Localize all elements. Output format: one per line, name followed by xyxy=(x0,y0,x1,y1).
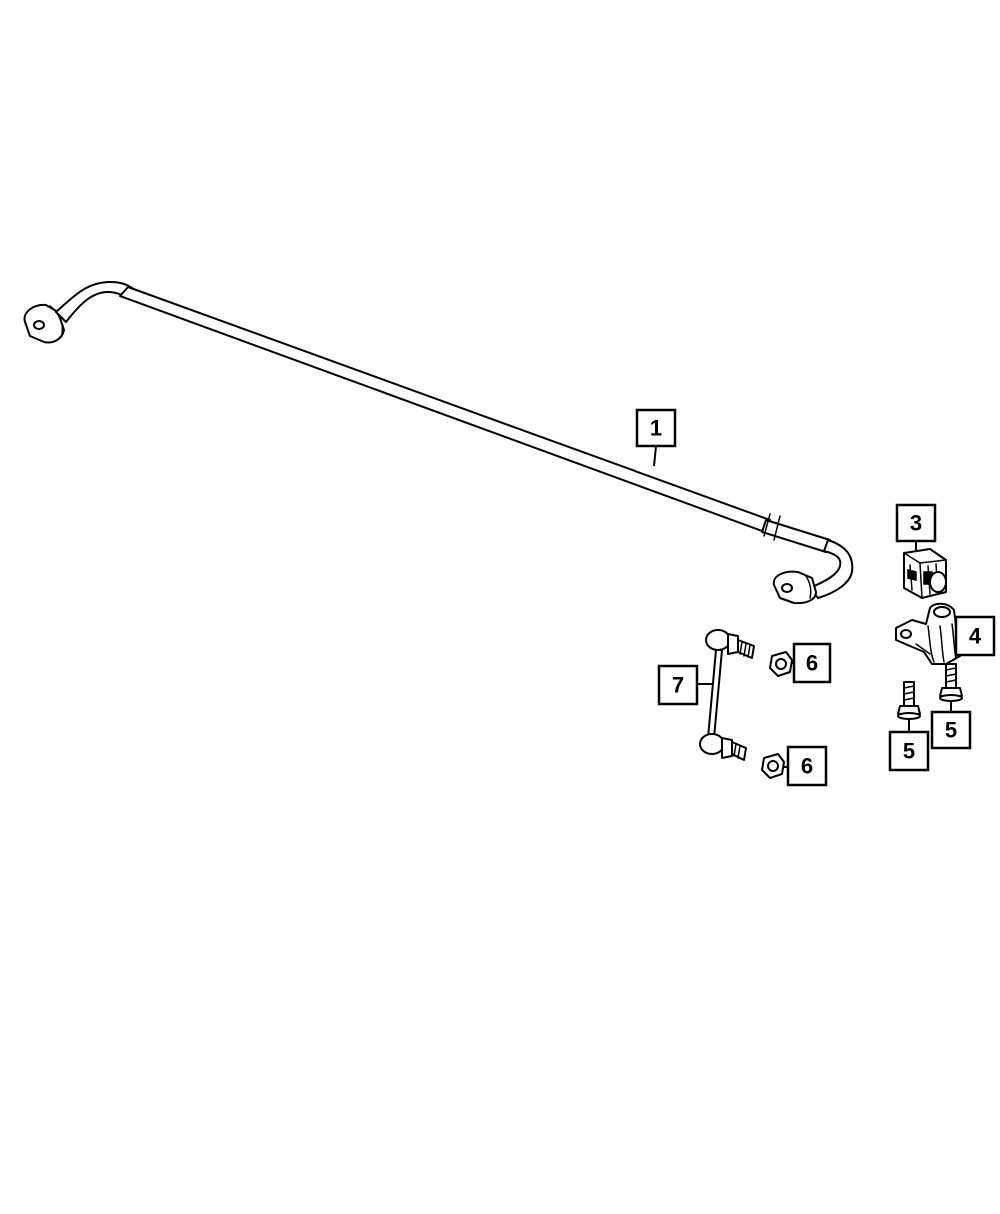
callout-7: 7 xyxy=(657,664,712,706)
callout-3-label: 3 xyxy=(910,511,922,536)
callout-1: 1 xyxy=(635,408,677,467)
nut-lower xyxy=(761,753,785,779)
bolt-right xyxy=(939,663,963,702)
callout-5-right-label: 5 xyxy=(945,718,957,743)
callout-5-right: 5 xyxy=(930,701,972,750)
callout-5-left: 5 xyxy=(888,719,930,772)
callout-6-upper: 6 xyxy=(792,642,832,684)
callout-3: 3 xyxy=(895,503,937,550)
callout-5-left-label: 5 xyxy=(903,739,915,764)
sway-bar-link xyxy=(699,629,755,761)
callout-6-upper-label: 6 xyxy=(806,651,818,676)
bushing xyxy=(903,548,947,599)
callout-7-label: 7 xyxy=(672,673,684,698)
callout-1-label: 1 xyxy=(650,416,662,441)
callout-6-lower: 6 xyxy=(784,745,828,787)
bushing-retainer xyxy=(895,602,967,665)
callout-4: 4 xyxy=(954,615,996,657)
sway-bar xyxy=(23,281,854,605)
nut-upper xyxy=(769,651,793,677)
bolt-left xyxy=(897,681,921,720)
callout-6-lower-label: 6 xyxy=(801,754,813,779)
callout-4-label: 4 xyxy=(969,624,982,649)
